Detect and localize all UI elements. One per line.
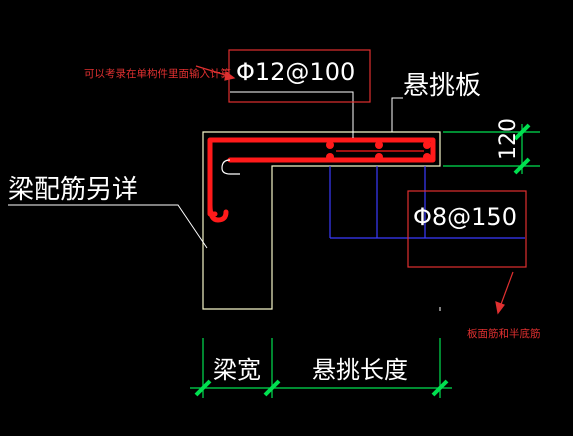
- rebar-dots: [326, 141, 431, 161]
- width-dimension: [190, 338, 452, 398]
- top-rebar-label: Φ12@100: [236, 58, 355, 86]
- concrete-outline: [202, 131, 441, 310]
- beam-width-label: 梁宽: [213, 356, 261, 384]
- callout-arrows: [195, 65, 514, 315]
- bar-note: 板面筋和半底筋: [467, 327, 541, 340]
- main-rebar: [207, 137, 436, 223]
- distribution-bars: [329, 166, 525, 239]
- beam-note-label: 梁配筋另详: [8, 175, 138, 205]
- bottom-rebar-box: [407, 190, 527, 268]
- hook-white: [221, 159, 240, 175]
- component-note: 可以考录在单构件里面输入计算: [84, 67, 231, 80]
- leader-lines: [8, 91, 403, 249]
- bottom-rebar-label: Φ8@150: [413, 203, 517, 231]
- thickness-label: 120: [496, 118, 521, 160]
- slab-name-label: 悬挑板: [403, 71, 481, 101]
- thickness-dimension: [443, 123, 540, 175]
- overhang-length-label: 悬挑长度: [312, 356, 408, 384]
